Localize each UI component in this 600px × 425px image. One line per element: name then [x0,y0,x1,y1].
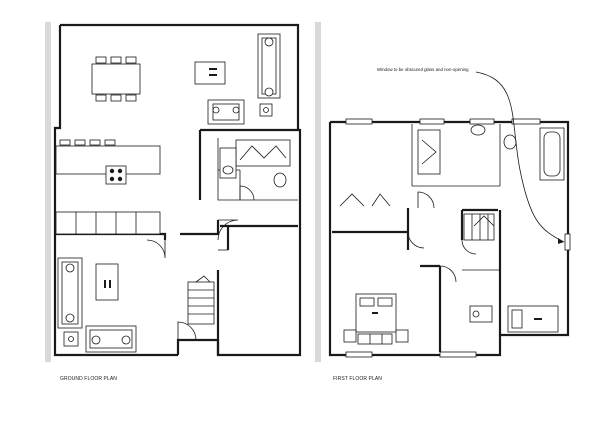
ground-floor-armchair [207,99,245,125]
ground-floor-staircase [187,275,215,325]
ground-floor-interior-walls [56,138,298,355]
ground-floor-sofa [257,33,281,99]
ground-floor-living-sofa-left [57,257,83,329]
first-floor-staircase [463,213,495,241]
first-floor-interior-walls [332,124,502,352]
hob-icon [105,165,127,185]
first-floor-desk [469,305,493,323]
ground-floor-shower-room [219,139,291,188]
basin-icon [470,124,486,136]
ground-floor-plan: GROUND FLOOR PLAN [45,22,302,382]
first-floor-doors [339,191,495,283]
ground-floor-label: GROUND FLOOR PLAN [60,376,117,382]
first-floor-single-bed [507,305,559,333]
annotation-leader-line [475,71,565,243]
first-floor-windows [345,118,571,358]
ground-floor-coffee-table [194,61,226,85]
toilet-icon-first [503,134,517,150]
first-floor-double-bed [343,293,409,345]
ground-floor-living-coffee-table [95,263,119,301]
first-floor-bathroom [417,124,565,181]
first-floor-boundary-hatch [315,22,321,362]
first-floor-label: FIRST FLOOR PLAN [333,376,382,382]
ground-floor-doors [146,185,255,341]
ground-floor-dining-table [91,56,141,102]
window-annotation: Window to be obscured glass and non-open… [377,67,469,72]
ground-floor-boundary-hatch [45,22,51,362]
ground-floor-kitchen [55,139,161,235]
ground-floor-living-sofa-bottom [85,325,137,353]
first-floor-plan: Window to be obscured glass and non-open… [315,22,571,382]
toilet-icon [273,172,287,188]
